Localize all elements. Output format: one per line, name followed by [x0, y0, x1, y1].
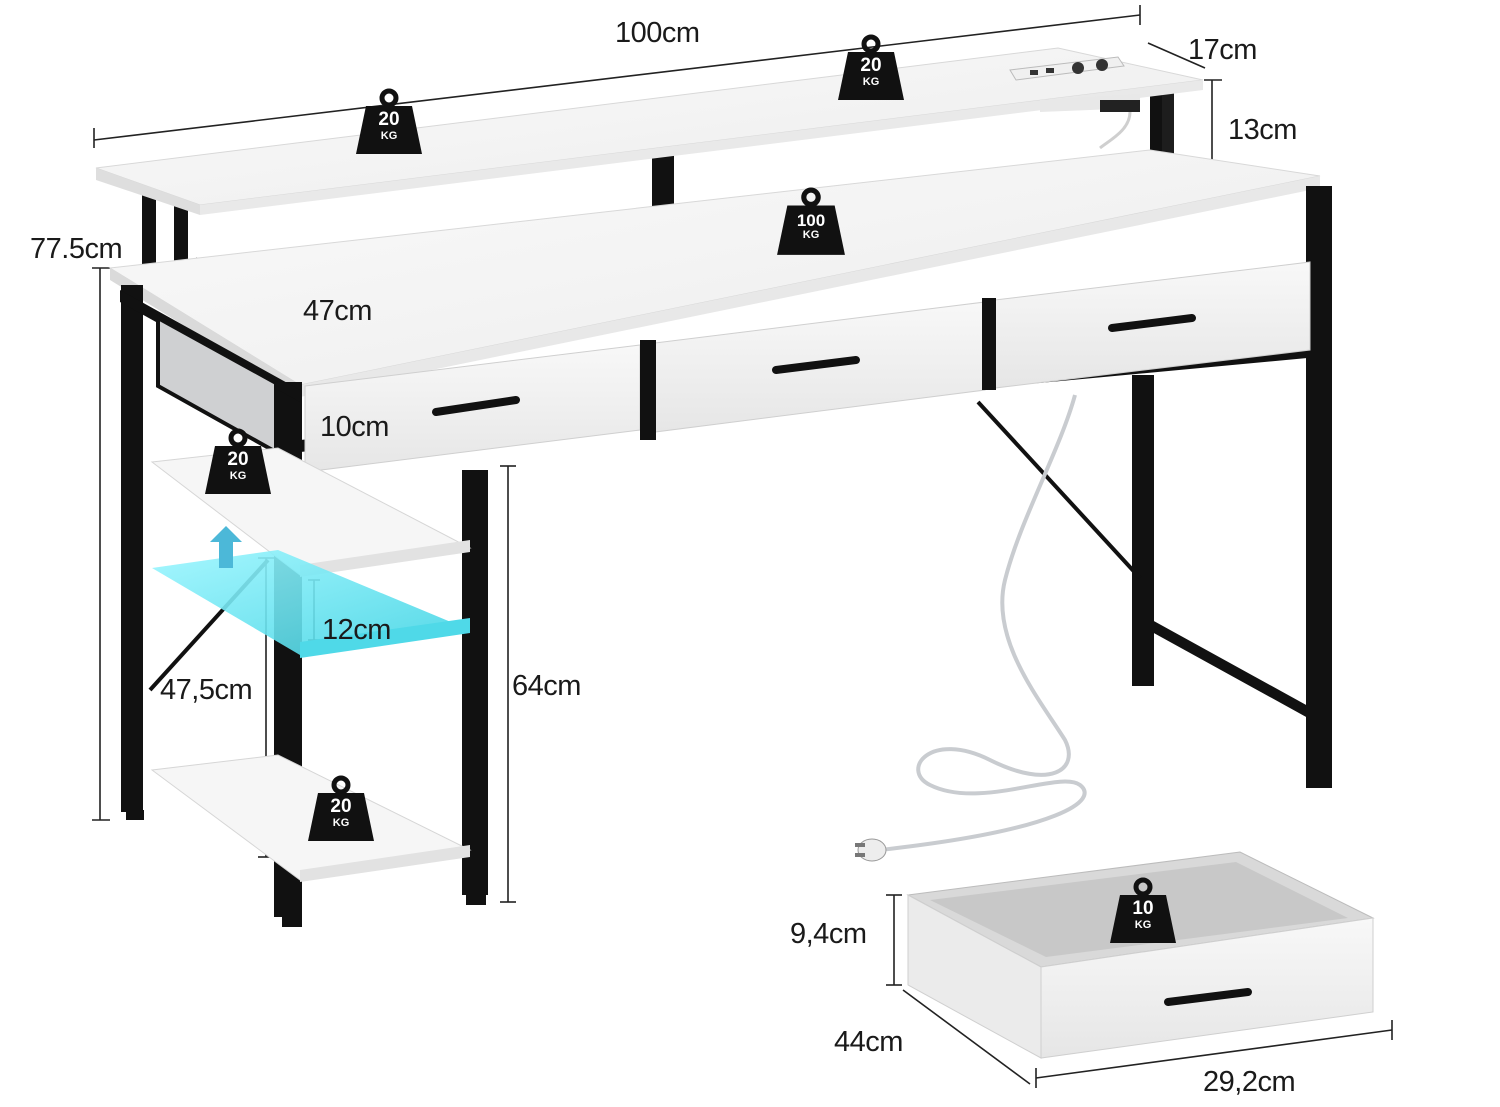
- drawer-height-label: 9,4cm: [790, 918, 867, 950]
- weight-icon: 20 KG: [306, 775, 376, 845]
- rack-height-label: 47,5cm: [160, 674, 253, 706]
- load-unit: KG: [332, 817, 350, 829]
- load-value: 100: [796, 211, 826, 230]
- total-height-label: 77.5cm: [30, 233, 123, 265]
- load-unit: KG: [862, 76, 880, 88]
- drawer-bank: [304, 261, 1311, 473]
- load-value: 10: [1132, 898, 1154, 919]
- load-unit: KG: [1134, 919, 1152, 931]
- power-cable: [855, 394, 1087, 862]
- load-value: 20: [330, 796, 352, 817]
- drawer-width-label: 29,2cm: [1203, 1066, 1296, 1098]
- weight-icon: 20 KG: [836, 34, 906, 104]
- side-shelves: [150, 447, 472, 882]
- weight-icon: 20 KG: [203, 428, 273, 498]
- arrow-up-icon: [210, 526, 242, 568]
- under-desk-height-label: 64cm: [512, 670, 581, 702]
- drawer-front-height-label: 10cm: [320, 411, 389, 443]
- load-value: 20: [860, 55, 882, 76]
- weight-icon: 20 KG: [354, 88, 424, 158]
- shelf-height-label: 13cm: [1228, 114, 1297, 146]
- drawer-depth-label: 44cm: [834, 1026, 903, 1058]
- width-total-label: 100cm: [615, 17, 700, 49]
- power-outlet-icon: [1009, 56, 1125, 81]
- shelf-depth-label: 17cm: [1188, 34, 1257, 66]
- power-plug-icon: [855, 838, 887, 862]
- load-value: 20: [227, 449, 249, 470]
- weight-icon: 10 KG: [1108, 877, 1178, 947]
- desk-depth-label: 47cm: [303, 295, 372, 327]
- load-value: 20: [378, 109, 400, 130]
- weight-icon: 100 KG: [775, 187, 847, 259]
- load-unit: KG: [229, 470, 247, 482]
- load-unit: KG: [380, 130, 398, 142]
- load-unit: KG: [802, 229, 820, 241]
- rack-gap-label: 12cm: [322, 614, 391, 646]
